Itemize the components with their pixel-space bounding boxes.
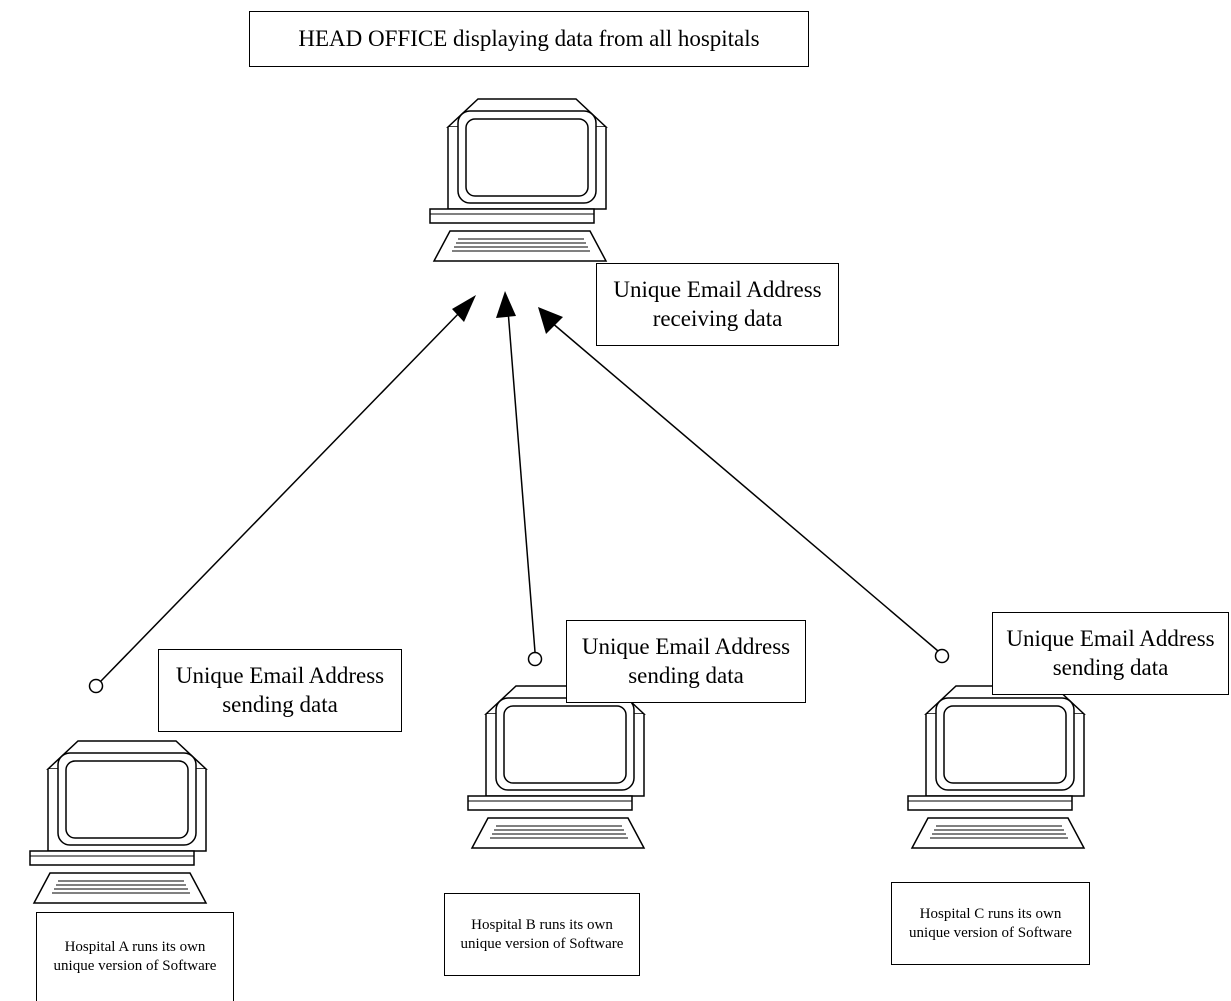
head-office-computer-icon: [429, 98, 607, 262]
arrowhead-a-icon: [452, 295, 476, 322]
hospital-c-computer-icon: [907, 685, 1085, 849]
connector-b-circle-icon: [527, 651, 543, 667]
hospital-c-email-box: Unique Email Address sending data: [992, 612, 1229, 695]
head-office-title-box: HEAD OFFICE displaying data from all hos…: [249, 11, 809, 67]
arrowhead-b-icon: [496, 291, 516, 318]
hospital-a-caption-box: Hospital A runs its own unique version o…: [36, 912, 234, 1001]
hospital-a-computer-icon: [29, 740, 207, 904]
hospital-a-email-box: Unique Email Address sending data: [158, 649, 402, 732]
link-b-line: [507, 309, 536, 653]
connector-a-circle-icon: [88, 678, 104, 694]
connector-c-circle-icon: [934, 648, 950, 664]
link-a-line: [100, 309, 463, 682]
hospital-b-email-box: Unique Email Address sending data: [566, 620, 806, 703]
head-office-email-box: Unique Email Address receiving data: [596, 263, 839, 346]
hospital-c-caption-box: Hospital C runs its own unique version o…: [891, 882, 1090, 965]
link-c-line: [550, 321, 939, 652]
hospital-b-computer-icon: [467, 685, 645, 849]
arrowhead-c-icon: [538, 307, 563, 334]
hospital-b-caption-box: Hospital B runs its own unique version o…: [444, 893, 640, 976]
